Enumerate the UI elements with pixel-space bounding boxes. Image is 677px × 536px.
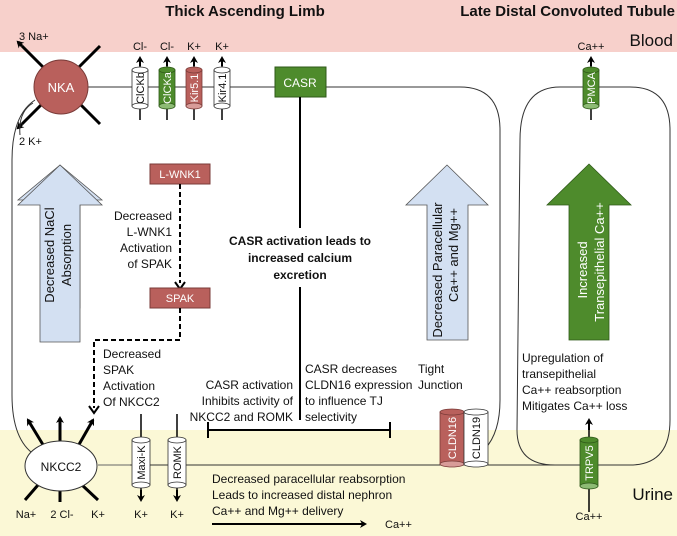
channel-kir51: Kir5.1 <box>185 66 203 110</box>
casr-cldn16-note-4: selectivity <box>305 410 357 424</box>
paracellular-bottom-note-3: Ca++ and Mg++ delivery <box>212 504 343 518</box>
transepithelial-note-2: transepithelial <box>522 367 596 381</box>
blood-label: Blood <box>630 31 673 50</box>
lwnk1-label: L-WNK1 <box>159 169 201 181</box>
claudins: CLDN16 CLDN19 <box>439 408 489 468</box>
spak-note-3: Activation <box>103 379 155 393</box>
nkcc2-ion-na: Na+ <box>16 509 37 521</box>
pmca-label: PMCA <box>586 71 598 103</box>
spak-nkcc2-dashed <box>93 308 181 408</box>
nka-label: NKA <box>48 80 75 95</box>
tight-junction-label-1: Tight <box>418 362 445 376</box>
nka-circle <box>33 59 89 115</box>
bottom-ca-label: Ca++ <box>385 519 412 531</box>
transepithelial-note-3: Ca++ reabsorption <box>522 383 621 397</box>
channel-kir41: Kir4.1 <box>213 66 231 110</box>
paracellular-arrow-line-1: Decreased Paracellular <box>430 202 445 338</box>
channel-romk: ROMK <box>167 436 187 489</box>
spak-nkcc2-arrowhead <box>88 405 100 415</box>
paracellular-bottom-note-1: Decreased paracellular reabsorption <box>212 472 405 486</box>
lwnk1-note-4: of SPAK <box>128 257 172 271</box>
nka-k-label: 2 K+ <box>19 136 42 148</box>
late-dct-title: Late Distal Convoluted Tubule <box>460 3 675 20</box>
nkcc2-ion-k: K+ <box>91 509 105 521</box>
nka-pump: NKA <box>16 40 102 130</box>
channel-maxik: Maxi-K <box>131 436 151 489</box>
nacl-absorption-arrow: Decreased NaCl Absorption <box>16 164 104 343</box>
nacl-arrow-line-2: Absorption <box>59 224 74 286</box>
casr-cldn16-note-3: to influence TJ <box>305 394 383 408</box>
top-channels: ClCKb Cl- ClCKa Cl- Kir5.1 K+ Kir4.1 K+ <box>131 41 231 120</box>
trpv5-ion-label: Ca++ <box>576 511 603 523</box>
dct-cell-outline <box>516 86 671 466</box>
nka-k-curve <box>19 102 34 136</box>
transepithelial-note-1: Upregulation of <box>522 351 604 365</box>
casr-cldn16-note-1: CASR decreases <box>305 362 397 376</box>
spak-label: SPAK <box>166 293 195 305</box>
channel-kir51-label: Kir5.1 <box>189 74 201 103</box>
top-channel-ion: K+ <box>215 41 229 53</box>
casr-note-line-1: CASR activation leads to <box>229 234 371 248</box>
bottom-channel-ion: K+ <box>170 509 184 521</box>
top-channel-ion: Cl- <box>160 41 174 53</box>
claudin-cldn16: CLDN16 <box>439 408 465 468</box>
claudin-cldn19: CLDN19 <box>463 408 489 468</box>
bottom-channel-ion: K+ <box>134 509 148 521</box>
trpv5-label: TRPV5 <box>584 445 596 480</box>
casr-box <box>274 66 327 98</box>
pmca-ion-label: Ca++ <box>578 41 605 53</box>
nkcc2-ion-cl: 2 Cl- <box>50 509 74 521</box>
transepithelial-arrow-line-1: Increased <box>575 241 590 298</box>
paracellular-arrow: Decreased Paracellular Ca++ and Mg++ <box>405 164 489 341</box>
claudin-cldn19-label: CLDN19 <box>471 417 483 459</box>
claudin-cldn16-label: CLDN16 <box>447 417 459 459</box>
lwnk1-note-2: L-WNK1 <box>127 225 173 239</box>
tal-cell-left-edge <box>11 99 36 456</box>
channel-clckb: ClCKb <box>131 66 149 110</box>
top-channel-ion: K+ <box>187 41 201 53</box>
spak-note-1: Decreased <box>103 347 161 361</box>
nkcc2-label: NKCC2 <box>41 460 82 474</box>
casr-note-line-3: excretion <box>273 268 326 282</box>
nkcc2-transporter: NKCC2 <box>23 416 130 502</box>
tight-junction-label-2: Junction <box>418 378 463 392</box>
transepithelial-note-4: Mitigates Ca++ loss <box>522 399 627 413</box>
spak-note-2: SPAK <box>103 363 134 377</box>
pmca-channel: PMCA <box>582 56 600 120</box>
channel-maxik-label: Maxi-K <box>136 445 148 480</box>
nka-na-label: 3 Na+ <box>19 31 49 43</box>
transepithelial-arrow-line-2: Transepithelial Ca++ <box>592 202 607 321</box>
channel-clcka: ClCKa <box>158 66 176 110</box>
casr-inhibits-note-3: NKCC2 and ROMK <box>190 410 293 424</box>
top-channel-ion: Cl- <box>133 41 147 53</box>
casr-label: CASR <box>283 76 317 90</box>
lwnk1-note-3: Activation <box>120 241 172 255</box>
casr-inhibits-note-1: CASR activation <box>206 378 293 392</box>
thick-ascending-limb-title: Thick Ascending Limb <box>165 3 324 20</box>
nacl-arrow-line-1: Decreased NaCl <box>42 207 57 302</box>
channel-clckb-label: ClCKb <box>135 72 147 104</box>
casr-cldn16-note-2: CLDN16 expression <box>305 378 412 392</box>
channel-clcka-label: ClCKa <box>162 71 174 104</box>
casr-note-line-2: increased calcium <box>248 251 352 265</box>
channel-kir41-label: Kir4.1 <box>217 74 229 103</box>
paracellular-arrow-line-2: Ca++ and Mg++ <box>446 208 461 302</box>
spak-note-4: Of NKCC2 <box>103 395 160 409</box>
trpv5-channel: TRPV5 <box>579 418 599 512</box>
channel-romk-label: ROMK <box>172 445 184 479</box>
paracellular-bottom-note-2: Leads to increased distal nephron <box>212 488 392 502</box>
urine-label: Urine <box>632 485 673 504</box>
urine-band <box>0 430 677 536</box>
bottom-channels: Maxi-K K+ ROMK K+ <box>131 414 187 521</box>
blood-band <box>0 0 677 52</box>
transepithelial-arrow: Increased Transepithelial Ca++ <box>546 163 632 341</box>
lwnk1-note-1: Decreased <box>114 209 172 223</box>
casr-inhibits-note-2: Inhibits activity of <box>202 394 294 408</box>
